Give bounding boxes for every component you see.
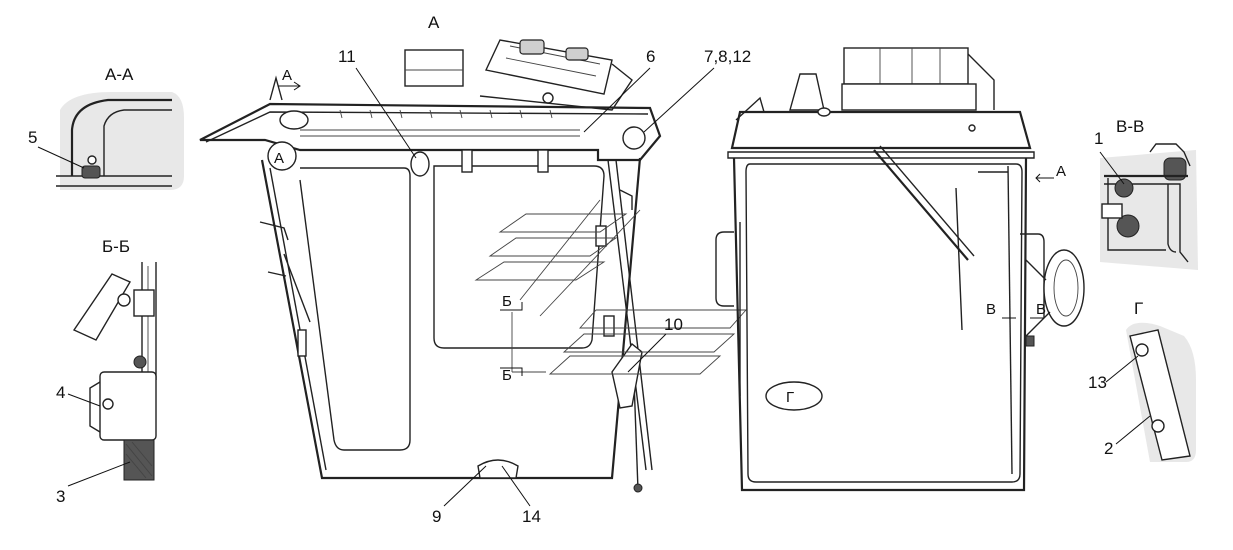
callout-7-8-12: 7,8,12 [704,47,751,66]
section-mark-b-top: Б [502,293,512,310]
detail-g [1126,322,1196,462]
view-vv-label: В-В [1116,117,1144,136]
view-bb-label: Б-Б [102,237,130,256]
main-view-cab [199,39,748,493]
callout-11: 11 [338,47,356,66]
section-mark-b-bottom: Б [502,367,512,384]
section-mark-a-right: А [1056,163,1066,180]
callout-2: 2 [1104,439,1113,458]
callout-1: 1 [1094,129,1103,148]
section-mark-a-circle: А [274,150,284,167]
detail-bb [72,262,157,481]
callout-5: 5 [28,128,37,147]
view-g-label: Г [1134,299,1143,318]
callout-4: 4 [56,383,65,402]
view-aa-label: А-А [105,65,134,84]
callout-14: 14 [522,507,541,526]
detail-vv [1100,143,1198,270]
rear-view-cab [715,47,1085,492]
view-a-label: А [428,13,440,32]
callout-13: 13 [1088,373,1107,392]
section-mark-g-circle: Г [786,389,794,406]
section-mark-a-top: А [282,67,292,84]
callout-9: 9 [432,507,441,526]
detail-aa [56,92,184,190]
callout-10: 10 [664,315,683,334]
section-mark-v-left: В [986,301,996,318]
callout-6: 6 [646,47,655,66]
section-mark-v-right: В [1036,301,1046,318]
callout-3: 3 [56,487,65,506]
